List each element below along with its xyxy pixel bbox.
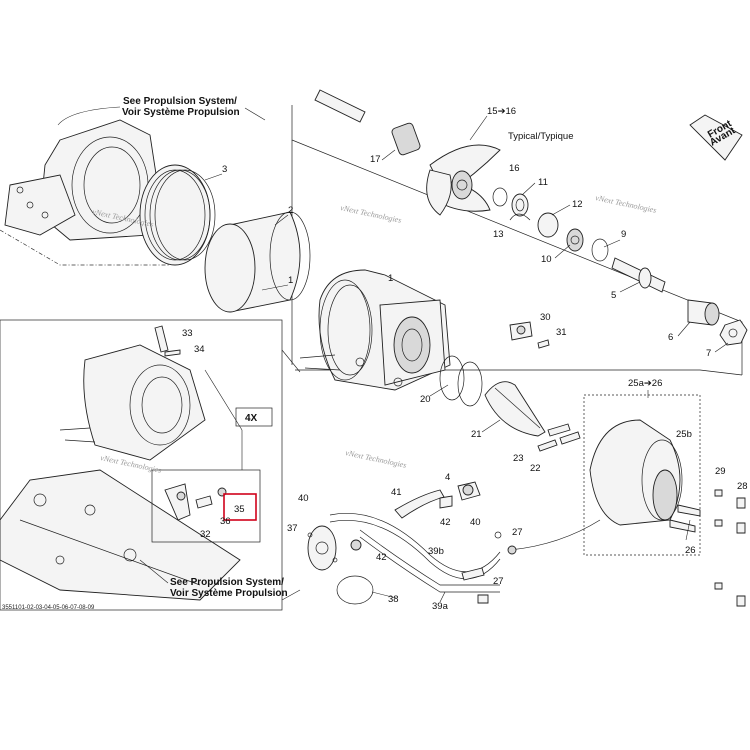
part-label-28: 28 — [737, 481, 748, 492]
part-label-35: 35 — [234, 504, 245, 515]
part-label-36: 36 — [220, 516, 231, 527]
part-label-20: 20 — [420, 394, 431, 405]
shaft-part-5 — [611, 257, 666, 293]
part-label-9: 9 — [621, 229, 626, 240]
reference-line-2: Voir Système Propulsion — [170, 588, 288, 599]
part-label-4: 4 — [445, 472, 450, 483]
part-label-39b: 39b — [428, 546, 444, 557]
bearing-parts-10-12 — [537, 212, 609, 262]
part-label-5: 5 — [611, 290, 616, 301]
part-label-10: 10 — [541, 254, 552, 265]
o-ring-part-38 — [336, 575, 374, 605]
part-label-1: 1 — [288, 275, 293, 286]
bearing-part-6 — [687, 299, 720, 326]
part-label-7: 7 — [706, 348, 711, 359]
part-label-39a: 39a — [432, 601, 449, 612]
reference-note-top: See Propulsion System/ Voir Système Prop… — [57, 96, 266, 126]
part-label-26: 26 — [685, 545, 696, 556]
part-label-40b: 40 — [470, 517, 481, 528]
part-label-42b: 42 — [376, 552, 387, 563]
pump-housing-part-1 — [299, 269, 451, 391]
venturi-part-25b — [589, 419, 701, 533]
part-label-42a: 42 — [440, 517, 451, 528]
part-labels: 1 1 2 3 4 5 6 7 9 10 11 12 13 15➔16 Typi… — [182, 106, 748, 612]
part-label-38: 38 — [388, 594, 399, 605]
part-label-40a: 40 — [298, 493, 309, 504]
inset-screw-part-33 — [154, 325, 181, 357]
part-label-21: 21 — [471, 429, 482, 440]
reference-line-1: See Propulsion System/ — [170, 577, 284, 588]
wear-ring-part-2 — [204, 211, 311, 313]
plug-part-30 — [509, 321, 550, 349]
fittings-parts-4-42 — [350, 481, 481, 551]
part-label-11: 11 — [538, 177, 548, 188]
part-label-2: 2 — [288, 205, 293, 216]
venturi-box — [583, 394, 701, 556]
part-label-13: 13 — [493, 229, 504, 240]
inset-housing-drawing — [59, 344, 206, 461]
part-label-30: 30 — [540, 312, 551, 323]
reference-line-1: See Propulsion System/ — [123, 96, 237, 107]
svg-text:vNext Technologies: vNext Technologies — [345, 448, 408, 470]
part-label-1b: 1 — [388, 273, 393, 284]
caps-parts-27-40 — [461, 531, 517, 604]
hose-part-41 — [394, 489, 445, 519]
leader-lines — [204, 115, 729, 603]
part-label-23: 23 — [513, 453, 524, 464]
part-label-27b: 27 — [493, 576, 504, 587]
part-label-16: 16 — [509, 163, 520, 174]
part-label-12: 12 — [572, 199, 583, 210]
reference-note-bottom: See Propulsion System/ Voir Système Prop… — [139, 559, 288, 599]
cone-part-21 — [484, 381, 546, 437]
part-label-17: 17 — [370, 154, 381, 165]
impeller-part-15 — [426, 144, 501, 216]
svg-text:vNext Technologies: vNext Technologies — [340, 203, 403, 225]
highlight-box-part-35 — [223, 493, 257, 521]
part-label-6: 6 — [668, 332, 673, 343]
part-label-27a: 27 — [512, 527, 523, 538]
part-label-32: 32 — [200, 529, 211, 540]
inset-4x-box: 4X — [235, 407, 273, 427]
part-label-33: 33 — [182, 328, 193, 339]
part-label-41: 41 — [391, 487, 402, 498]
grill-part-37 — [307, 525, 338, 571]
part-label-15-16: 15➔16 — [487, 106, 516, 117]
inset-panel — [0, 319, 301, 611]
inset-hull-drawing — [0, 469, 241, 601]
front-arrow-icon: Front Avant — [689, 114, 743, 161]
multiplier-4x: 4X — [245, 413, 258, 424]
part-label-22: 22 — [530, 463, 541, 474]
part-label-34: 34 — [194, 344, 205, 355]
nut-part-7 — [719, 319, 748, 346]
screws-parts-22-23 — [537, 423, 581, 452]
part-label-31: 31 — [556, 327, 567, 338]
small-rings-parts-11-16 — [492, 187, 531, 221]
o-rings-part-20 — [439, 355, 483, 407]
typical-label: Typical/Typique — [508, 131, 573, 142]
svg-text:vNext Technologies: vNext Technologies — [595, 193, 658, 215]
part-label-3: 3 — [222, 164, 227, 175]
part-label-25b: 25b — [676, 429, 692, 440]
part-label-25a-26: 25a➔26 — [628, 378, 662, 389]
bolts-parts-28-29 — [714, 489, 746, 607]
part-label-29: 29 — [715, 466, 726, 477]
seal-ring-part-3 — [139, 164, 216, 266]
drawing-code: 3551101-02-03-04-05-06-07-08-09 — [2, 605, 95, 611]
shaft-part-17 — [314, 89, 421, 156]
part-label-37: 37 — [287, 523, 298, 534]
reference-line-2: Voir Système Propulsion — [122, 107, 240, 118]
